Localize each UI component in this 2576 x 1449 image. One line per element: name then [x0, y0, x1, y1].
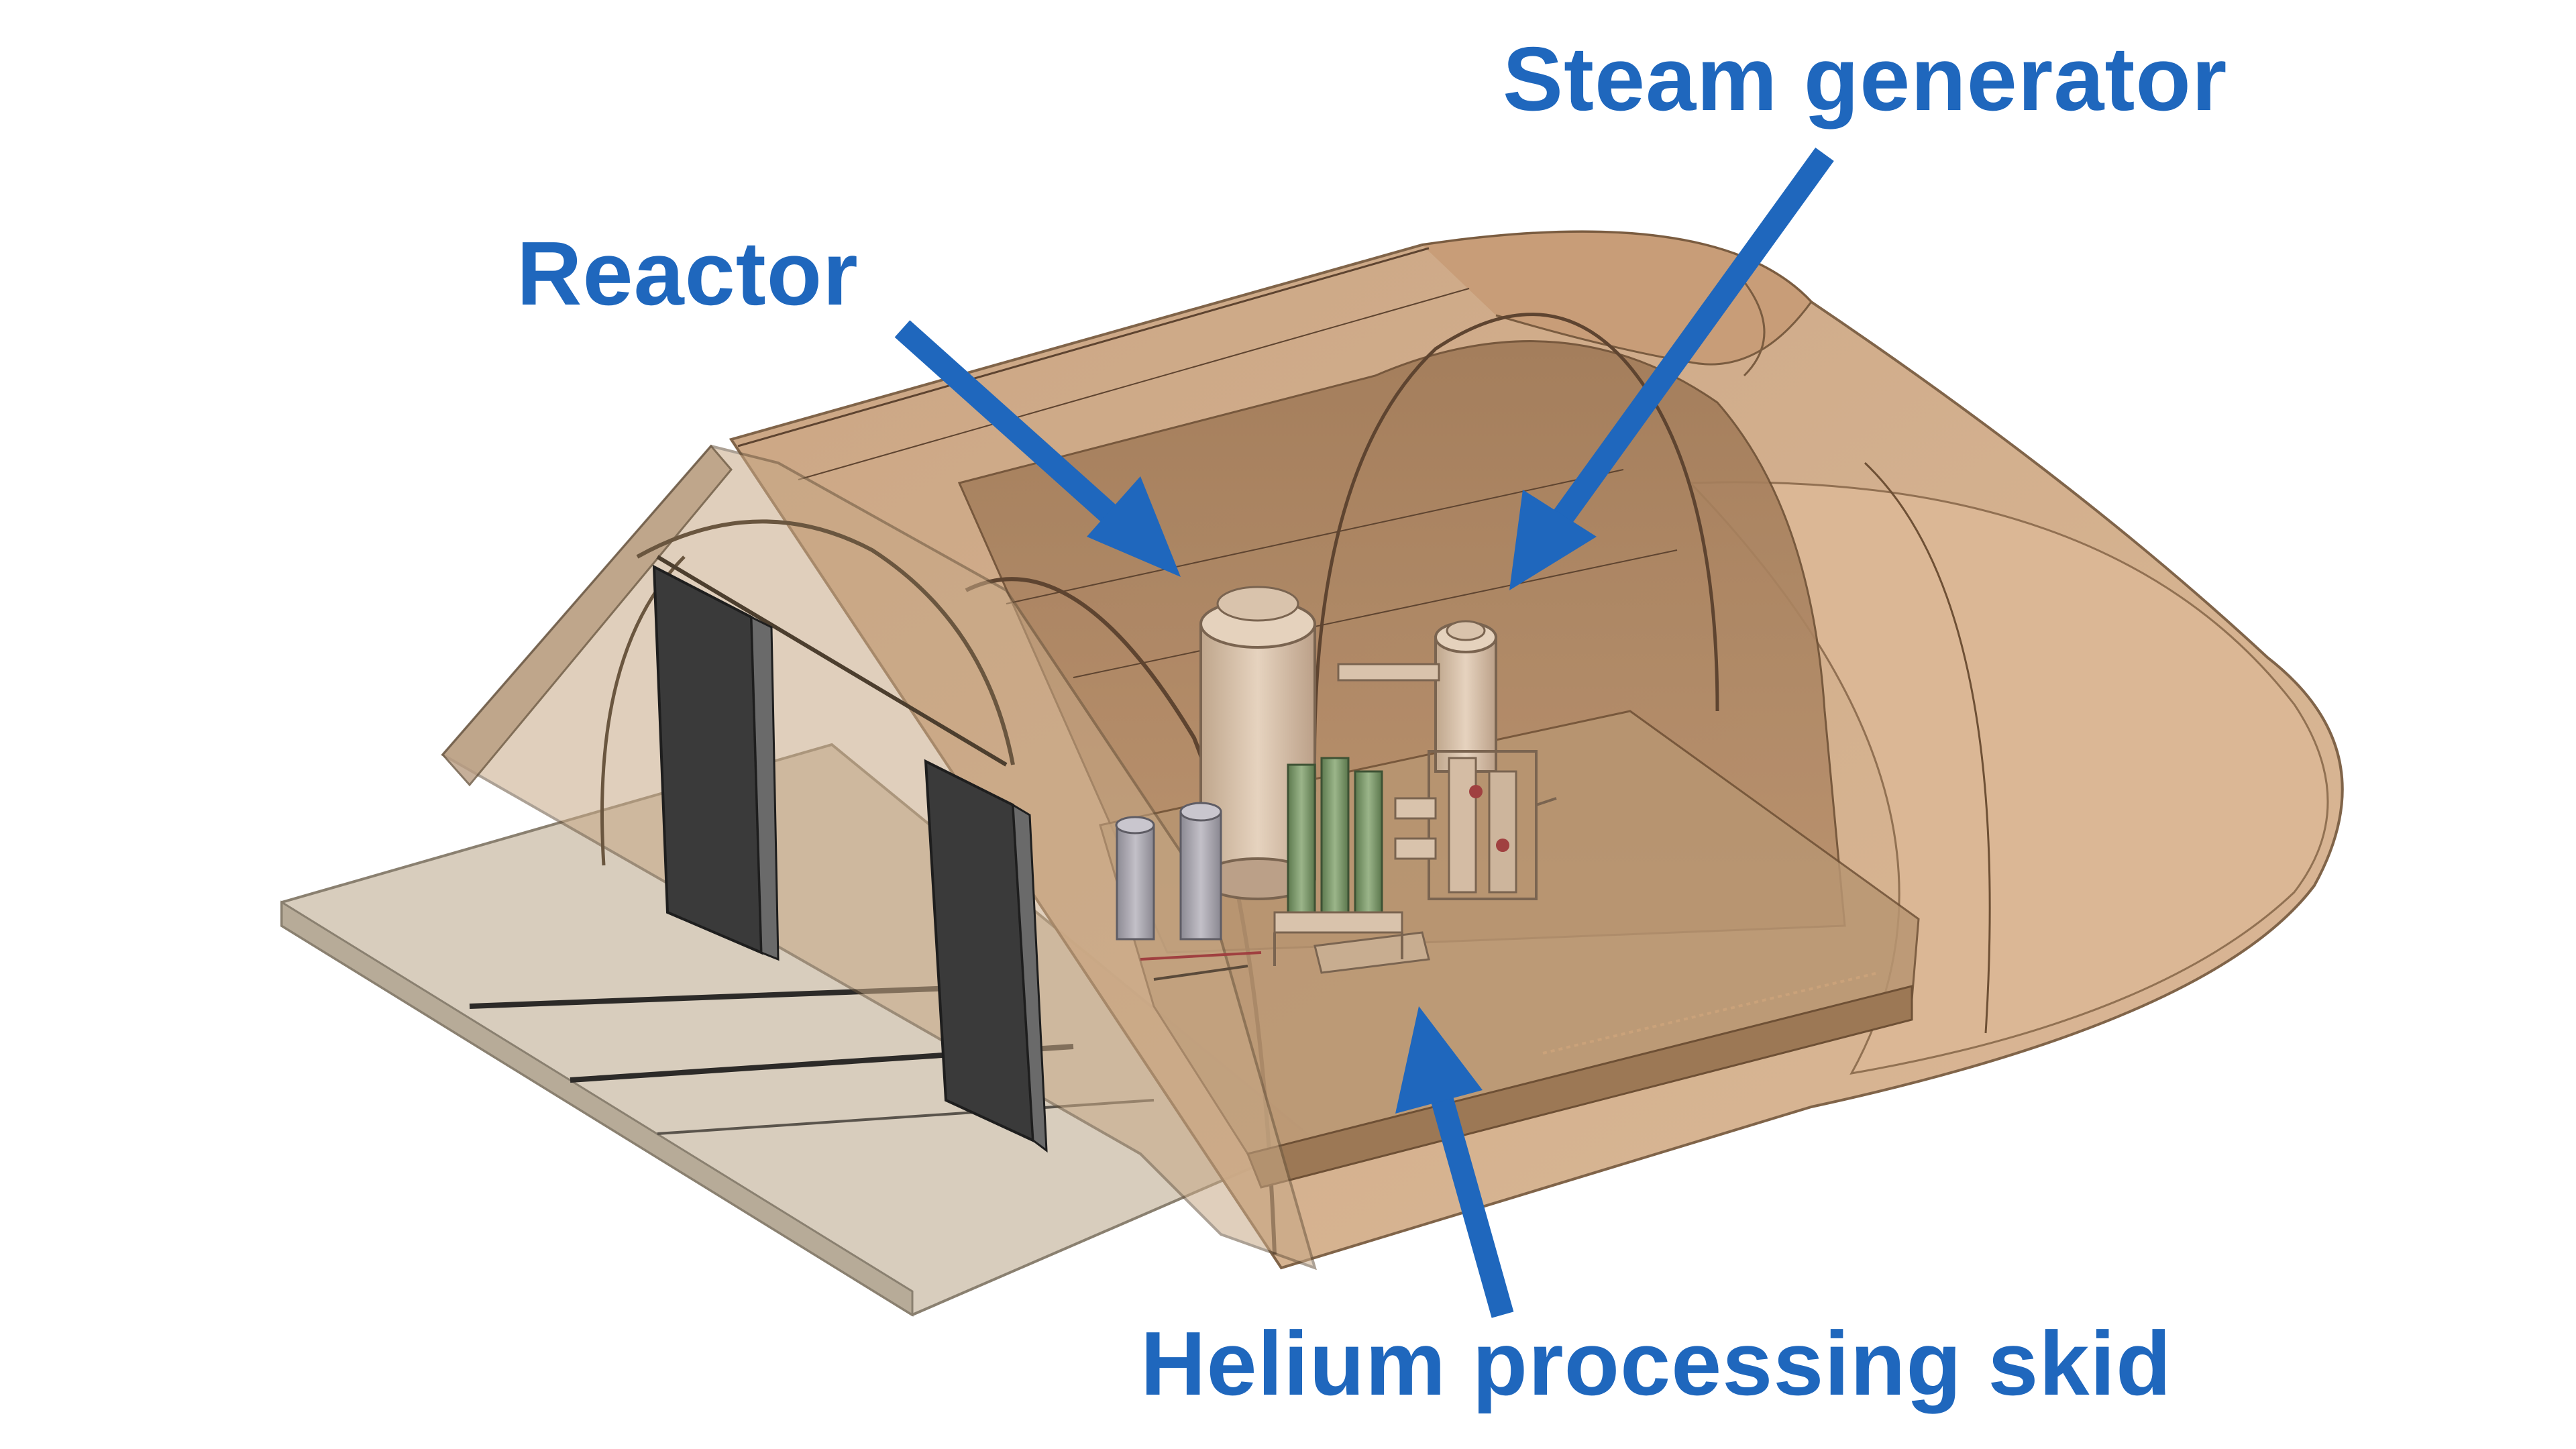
steam-generator-label: Steam generator [1503, 28, 2228, 129]
steam-generator-arrow [1509, 148, 1834, 590]
helium-processing-skid-label: Helium processing skid [1140, 1313, 2172, 1414]
grey-tanks [1115, 802, 1262, 981]
callout-arrows [894, 148, 1834, 1318]
ground-slab [280, 743, 1318, 1317]
piping-skid [1394, 750, 1557, 900]
helium-skid-arrow [1395, 1006, 1514, 1318]
equipment-group [1115, 586, 1557, 981]
helium-skid-columns [1273, 757, 1430, 974]
entrance-doors [652, 564, 1048, 1153]
reactor-arrow [894, 320, 1181, 577]
steam-generator-vessel [1337, 620, 1497, 773]
reactor-label: Reactor [517, 223, 859, 324]
